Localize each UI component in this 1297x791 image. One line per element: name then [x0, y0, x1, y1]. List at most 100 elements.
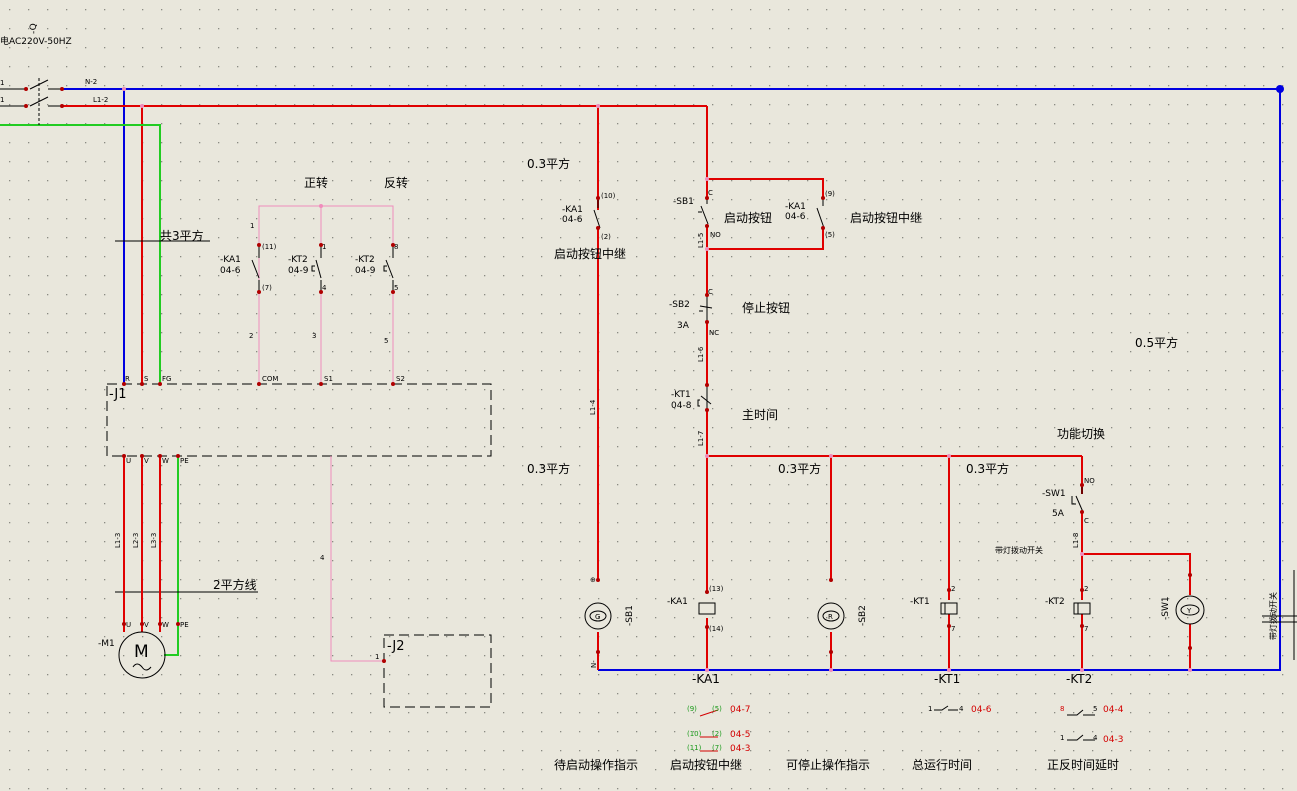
caption-3: 可停止操作指示: [786, 757, 870, 772]
right-edge-marker: [1262, 570, 1297, 660]
xref-kt1-row-1: 1 4 04-6: [928, 705, 992, 715]
lamp-sb1-inner: [589, 610, 607, 622]
svg-text:(9): (9): [687, 705, 697, 713]
j1-pin-com: COM: [262, 375, 278, 383]
ka1-fwd-ref: 04-6: [220, 266, 241, 276]
svg-text:4: 4: [959, 705, 964, 713]
junction-dots: [122, 87, 1192, 672]
neutral-bus: [62, 88, 1281, 671]
xref-ka1-row-1: (9) (5) 04-7: [687, 705, 750, 717]
label-lamp-switch: 带灯拨动开关: [995, 545, 1043, 555]
wire-in-2: 1: [0, 96, 4, 104]
svg-text:(5): (5): [712, 705, 722, 713]
xref-kt2-row-2: 1 4 04-3: [1060, 734, 1123, 745]
j1-pin-s1: S1: [324, 375, 333, 383]
sw1-p2: C: [1084, 517, 1089, 525]
caption-1: 待启动操作指示: [554, 757, 638, 772]
motor-tag: -M1: [98, 639, 115, 649]
ka1-hold-p1: (9): [825, 190, 835, 198]
tag-ka1: -KA1: [692, 672, 720, 686]
tag-kt2: -KT2: [1066, 672, 1092, 686]
sw1-tag: -SW1: [1042, 489, 1066, 499]
j2-name: -J2: [387, 639, 405, 654]
xref-kt2-row-1: 8 5 04-4: [1060, 705, 1124, 716]
motor-pin-u: U: [126, 621, 131, 629]
label-start-relay-a: 启动按钮中继: [554, 246, 626, 261]
contact-kt1[interactable]: [697, 385, 712, 410]
wire-in-1: 1: [0, 79, 4, 87]
sw1-rating: 5A: [1052, 509, 1065, 519]
note-sq03a: 0.3平方: [527, 156, 570, 171]
ka1-fwd-p1: (11): [262, 243, 277, 251]
breaker-tag: -Q: [29, 23, 39, 34]
coil-kt2-p2: 7: [1084, 625, 1088, 633]
note-sq03d: 0.3平方: [966, 461, 1009, 476]
svg-text:04-5: 04-5: [730, 730, 750, 740]
coil-ka1-tag: -KA1: [667, 597, 688, 607]
svg-text:(11): (11): [687, 744, 702, 752]
wire-l15: L1-5: [697, 233, 705, 248]
label-forward: 正转: [304, 175, 328, 190]
wire-l17: L1-7: [697, 431, 705, 446]
ka1-fwd-tag: -KA1: [220, 255, 241, 265]
button-sb2[interactable]: [699, 295, 713, 322]
cable-l33: L3-3: [150, 533, 158, 548]
j1-pin-w: W: [162, 457, 169, 465]
j1-pin-pe: PE: [180, 457, 189, 465]
svg-text:8: 8: [1060, 705, 1064, 713]
coil-kt1-tag: -KT1: [910, 597, 930, 607]
note-sq05: 0.5平方: [1135, 335, 1178, 350]
xref-ka1-row-2: (10) (2) 04-5: [687, 730, 750, 740]
lamp-sw1-letter: Y: [1186, 607, 1192, 615]
svg-text:04-6: 04-6: [971, 705, 992, 715]
ac-wave-icon: [132, 663, 152, 671]
svg-text:1: 1: [1060, 734, 1064, 742]
kt2-b-p1: 8: [394, 243, 398, 251]
lamp-sb2-tag: -SB2: [858, 605, 868, 626]
svg-text:04-4: 04-4: [1103, 705, 1124, 715]
ka1-main-tag: -KA1: [562, 205, 583, 215]
coil-ka1[interactable]: [698, 602, 716, 615]
cable-l23: L2-3: [132, 533, 140, 548]
wire-l14: L1-4: [589, 399, 597, 415]
ka1-hold-tag: -KA1: [785, 202, 806, 212]
wire-4: 4: [320, 554, 325, 562]
lamp-sb2-letter: R: [828, 613, 833, 621]
tag-kt1: -KT1: [934, 672, 960, 686]
lamp-sw1[interactable]: [1175, 595, 1205, 625]
motor-symbol[interactable]: [118, 631, 166, 679]
terminal-dots: [24, 87, 1192, 663]
kt1-ref: 04-8: [671, 401, 692, 411]
main-breaker: [0, 78, 62, 125]
sw1-p1: NO: [1084, 477, 1095, 485]
svg-text:04-3: 04-3: [1103, 735, 1123, 745]
coil-ka1-p2: (14): [709, 625, 724, 633]
kt2-a-p1: 1: [322, 243, 326, 251]
sb1-tag: -SB1: [673, 197, 694, 207]
sb2-tag: -SB2: [669, 300, 690, 310]
lamp-sb1-p1: ⊕: [590, 576, 596, 584]
coil-kt1[interactable]: [940, 602, 958, 615]
lamp-sb1[interactable]: [584, 602, 612, 630]
motor-pin-v: V: [144, 621, 149, 629]
j1-drive-box[interactable]: [106, 383, 492, 457]
ka1-main-ref: 04-6: [562, 215, 583, 225]
ka1-hold-p2: (5): [825, 231, 835, 239]
coil-kt2[interactable]: [1073, 602, 1091, 615]
wire-l18: L1-8: [1072, 533, 1080, 548]
caption-5: 正反时间延时: [1047, 758, 1119, 772]
supply-label: 电AC220V-50HZ: [0, 35, 72, 47]
sb2-rating: 3A: [677, 321, 690, 331]
coil-ka1-p1: (13): [709, 585, 724, 593]
kt2-a-p2: 4: [322, 284, 327, 292]
j2-box[interactable]: [383, 634, 492, 708]
motor-letter: M: [134, 642, 149, 662]
motor-wires: [123, 456, 161, 632]
sb2-p2: NC: [709, 329, 719, 337]
wire-label-l12: L1-2: [93, 96, 108, 104]
lamp-sb2[interactable]: [817, 602, 845, 630]
sb1-p2: NO: [710, 231, 721, 239]
wire-label-n2: N-2: [85, 78, 97, 86]
lamp-sb1-letter: G: [595, 613, 600, 621]
signal-wires: [258, 205, 394, 662]
